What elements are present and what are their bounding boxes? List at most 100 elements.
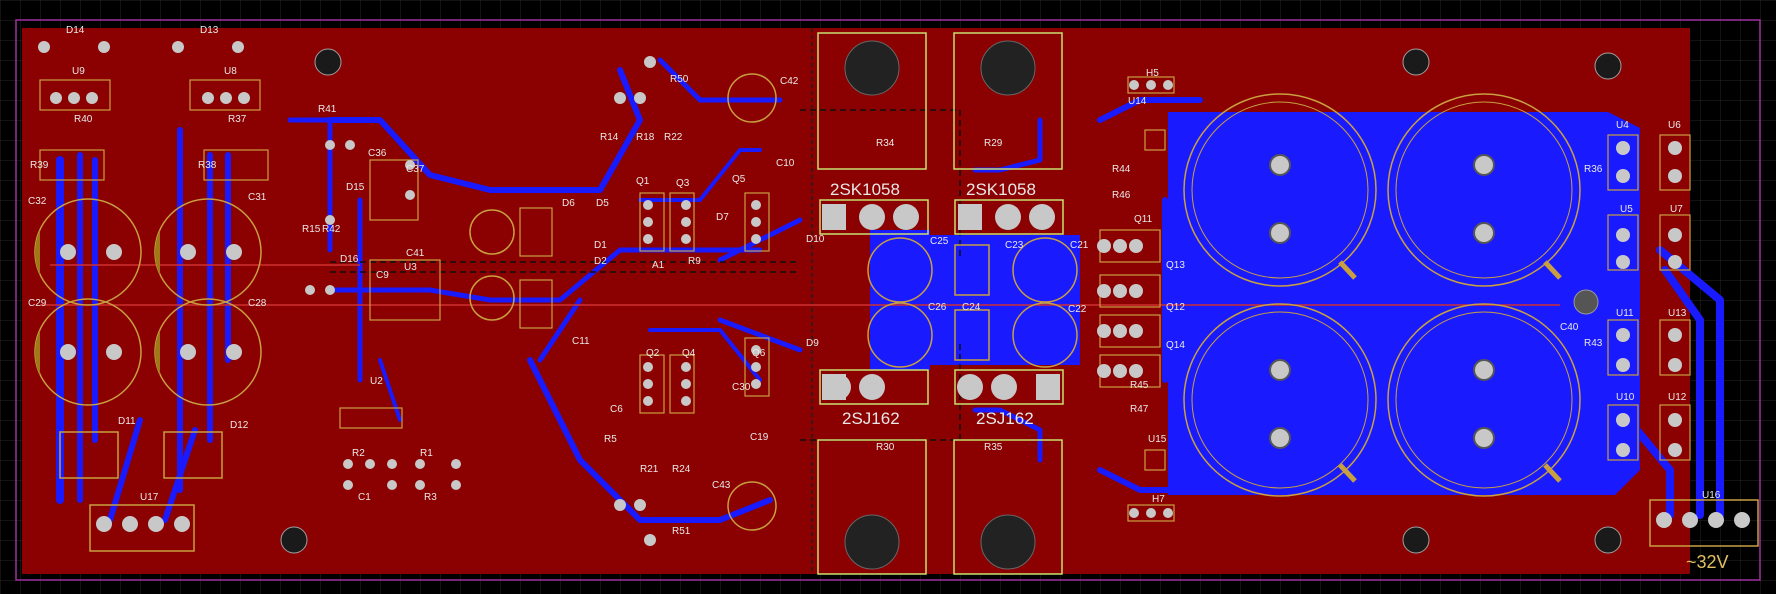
board-outline — [15, 19, 1761, 581]
label-r36: R36 — [1584, 164, 1603, 175]
heatsinks — [817, 32, 1064, 575]
label-d7: D7 — [716, 212, 729, 223]
label-r38: R38 — [198, 160, 217, 171]
label-q5: Q5 — [732, 174, 746, 185]
label-h5: H5 — [1146, 68, 1159, 79]
label-q12: Q12 — [1166, 302, 1185, 313]
label-r15: R15 — [302, 224, 321, 235]
copper-pour-output — [930, 235, 1080, 365]
label-h7: H7 — [1152, 494, 1165, 505]
silkscreen-labels: D14 D13 U9 U8 R40 R37 R39 R38 C32 C31 C2… — [28, 25, 1721, 537]
label-u2: U2 — [370, 376, 383, 387]
label-d11: D11 — [118, 416, 136, 427]
label-r35: R35 — [984, 442, 1003, 453]
label-q6: Q6 — [752, 348, 766, 359]
heatsink-holes — [844, 40, 1036, 570]
component-outlines — [39, 76, 1691, 522]
label-c36: C36 — [368, 148, 387, 159]
label-c25: C25 — [930, 236, 949, 247]
label-r42: R42 — [322, 224, 341, 235]
label-r45: R45 — [1130, 380, 1149, 391]
label-r14: R14 — [600, 132, 619, 143]
label-r2: R2 — [352, 448, 365, 459]
label-c22: C22 — [1068, 304, 1087, 315]
label-c21: C21 — [1070, 240, 1089, 251]
label-r37: R37 — [228, 114, 247, 125]
label-c10: C10 — [776, 158, 795, 169]
label-u10: U10 — [1616, 392, 1635, 403]
ratsnest — [40, 264, 1560, 306]
label-part-bottom-left: 2SJ162 — [842, 409, 900, 428]
label-u8: U8 — [224, 66, 237, 77]
label-c31: C31 — [248, 192, 267, 203]
label-u9: U9 — [72, 66, 85, 77]
label-r30: R30 — [876, 442, 895, 453]
mounting-holes — [280, 48, 1622, 554]
label-u7: U7 — [1670, 204, 1683, 215]
copper-pour-capbank — [1168, 112, 1615, 495]
label-r47: R47 — [1130, 404, 1149, 415]
label-r39: R39 — [30, 160, 49, 171]
label-r29: R29 — [984, 138, 1003, 149]
label-d5: D5 — [596, 198, 609, 209]
label-part-top-left: 2SK1058 — [830, 180, 900, 199]
label-c42: C42 — [780, 76, 799, 87]
capacitor-bank — [1183, 93, 1581, 497]
label-d15: D15 — [346, 182, 365, 193]
label-u17: U17 — [140, 492, 159, 503]
filter-capacitors — [34, 198, 262, 406]
bridge-rectifiers — [59, 431, 1759, 552]
label-c40: C40 — [1560, 322, 1579, 333]
label-r34: R34 — [876, 138, 895, 149]
label-c24: C24 — [962, 302, 981, 313]
pads — [38, 41, 1750, 546]
label-d1: D1 — [594, 240, 607, 251]
label-q4: Q4 — [682, 348, 696, 359]
label-r24: R24 — [672, 464, 691, 475]
label-c28: C28 — [248, 298, 267, 309]
label-c26: C26 — [928, 302, 947, 313]
label-r3: R3 — [424, 492, 437, 503]
label-r22: R22 — [664, 132, 683, 143]
label-r41: R41 — [318, 104, 337, 115]
label-r5: R5 — [604, 434, 617, 445]
label-d6: D6 — [562, 198, 575, 209]
label-d2: D2 — [594, 256, 607, 267]
label-u16: U16 — [1702, 490, 1721, 501]
label-u3: U3 — [404, 262, 417, 273]
label-u4: U4 — [1616, 120, 1629, 131]
label-c41: C41 — [406, 248, 425, 259]
supply-voltage-label: ~32V — [1686, 552, 1729, 572]
label-c29: C29 — [28, 298, 47, 309]
label-r9: R9 — [688, 256, 701, 267]
label-c43: C43 — [712, 480, 731, 491]
label-r1: R1 — [420, 448, 433, 459]
label-c32: C32 — [28, 196, 47, 207]
label-c1: C1 — [358, 492, 371, 503]
label-d12: D12 — [230, 420, 249, 431]
label-d14: D14 — [66, 25, 85, 36]
label-c9: C9 — [376, 270, 389, 281]
label-c30: C30 — [732, 382, 751, 393]
label-d9: D9 — [806, 338, 819, 349]
mosfet-pads — [822, 204, 1060, 400]
label-d10: D10 — [806, 234, 825, 245]
label-u13: U13 — [1668, 308, 1687, 319]
label-c11: C11 — [572, 336, 590, 347]
label-a1: A1 — [652, 260, 665, 271]
label-r51: R51 — [672, 526, 691, 537]
label-u14: U14 — [1128, 96, 1147, 107]
label-q3: Q3 — [676, 178, 690, 189]
label-r40: R40 — [74, 114, 93, 125]
mosfet-part-labels: 2SK1058 2SK1058 2SJ162 2SJ162 — [830, 180, 1036, 428]
label-q13: Q13 — [1166, 260, 1185, 271]
label-d13: D13 — [200, 25, 219, 36]
label-c23: C23 — [1005, 240, 1024, 251]
label-part-top-right: 2SK1058 — [966, 180, 1036, 199]
copper-pour-output-left — [870, 230, 930, 370]
label-c19: C19 — [750, 432, 769, 443]
label-q14: Q14 — [1166, 340, 1185, 351]
label-u11: U11 — [1616, 308, 1634, 319]
